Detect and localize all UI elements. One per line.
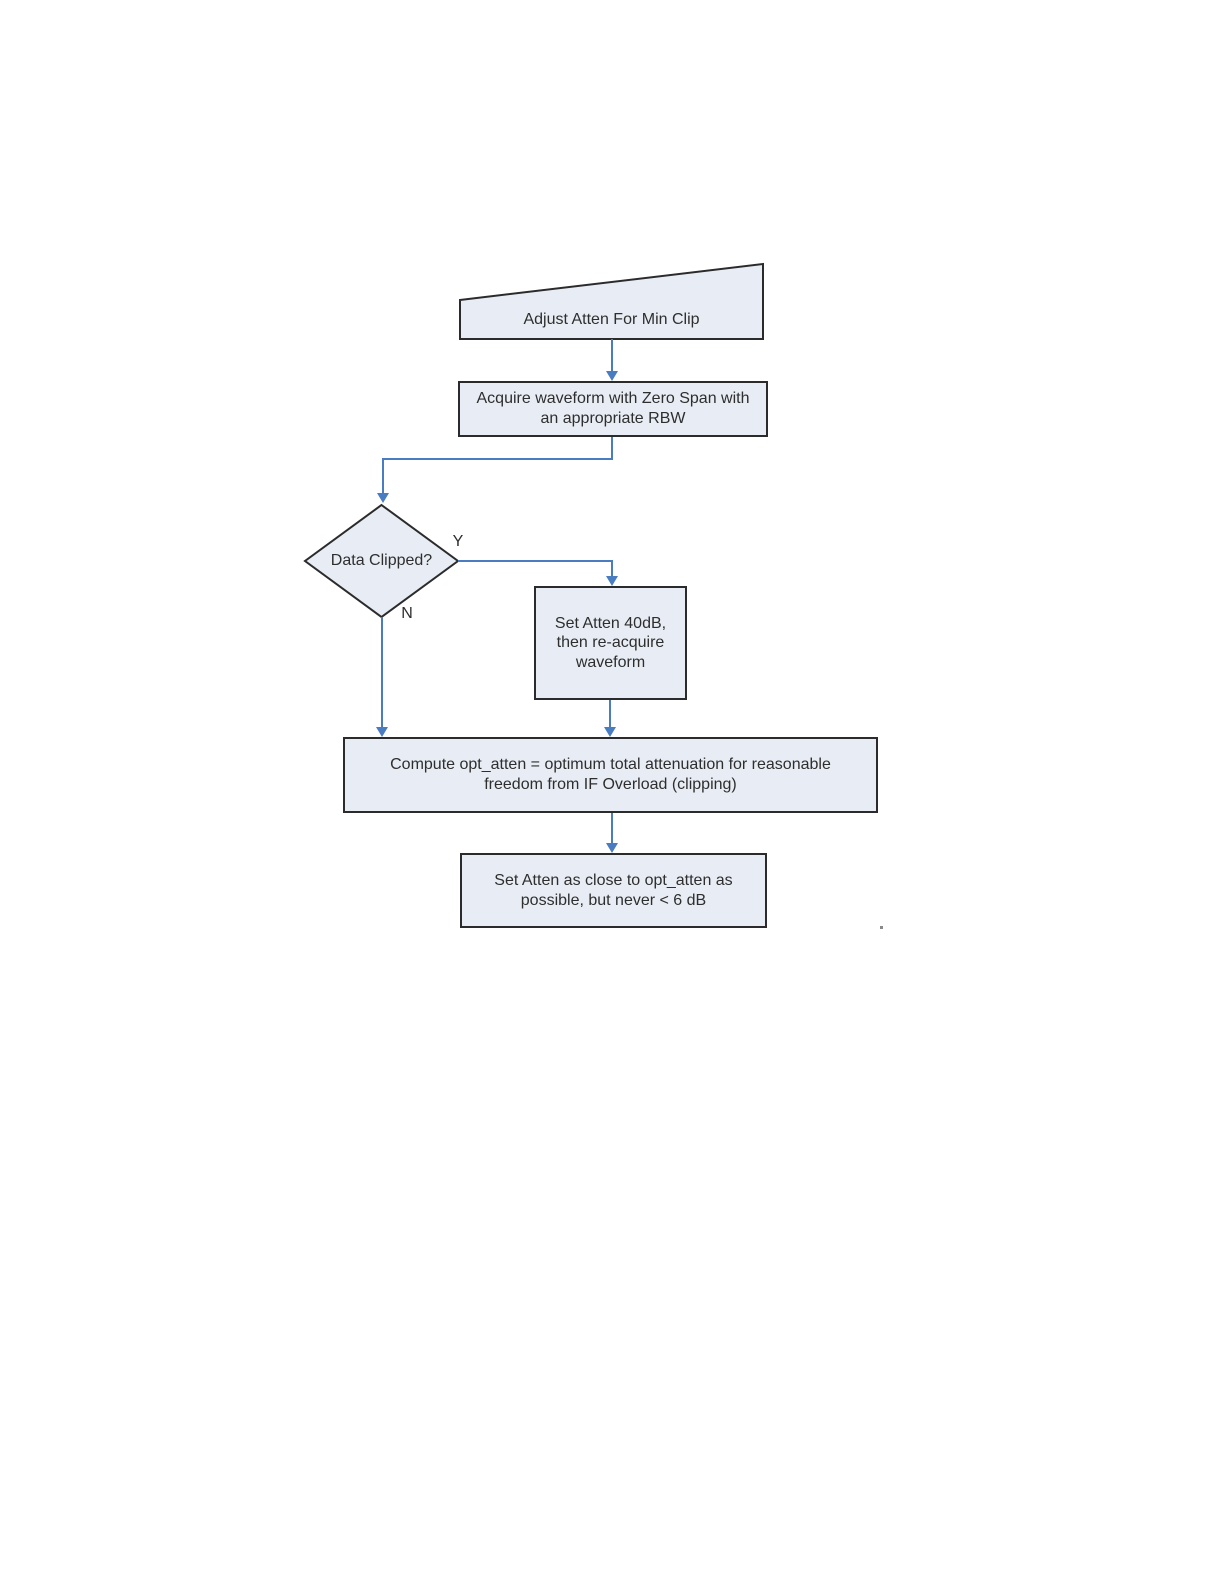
- node-acquire-waveform-label: Acquire waveform with Zero Span with an …: [476, 390, 750, 427]
- arrowhead-decision-no: [376, 727, 388, 737]
- decision-diamond-shape: [303, 503, 460, 619]
- node-set-atten-40db-label: Set Atten 40dB, then re-acquire waveform: [554, 614, 667, 671]
- edge-label-yes: Y: [452, 533, 464, 550]
- node-set-atten-40db: Set Atten 40dB, then re-acquire waveform: [534, 586, 687, 700]
- node-compute-opt-atten-label: Compute opt_atten = optimum total attenu…: [390, 756, 831, 793]
- start-banner-shape: [459, 262, 764, 340]
- arrowhead-start-acquire: [606, 371, 618, 381]
- node-set-atten-close-label: Set Atten as close to opt_atten as possi…: [494, 871, 733, 909]
- stray-mark: [880, 926, 883, 929]
- arrowhead-decision-yes: [606, 576, 618, 586]
- edge-label-no: N: [401, 605, 413, 622]
- connector-decision-yes: [458, 560, 613, 577]
- arrowhead-compute-setclose: [606, 843, 618, 853]
- arrowhead-acquire-decision: [377, 493, 389, 503]
- arrowhead-setatten-compute: [604, 727, 616, 737]
- node-set-atten-close: Set Atten as close to opt_atten as possi…: [460, 853, 767, 928]
- node-acquire-waveform: Acquire waveform with Zero Span with an …: [458, 381, 768, 437]
- connector-acquire-decision: [382, 437, 613, 494]
- node-compute-opt-atten: Compute opt_atten = optimum total attenu…: [343, 737, 878, 813]
